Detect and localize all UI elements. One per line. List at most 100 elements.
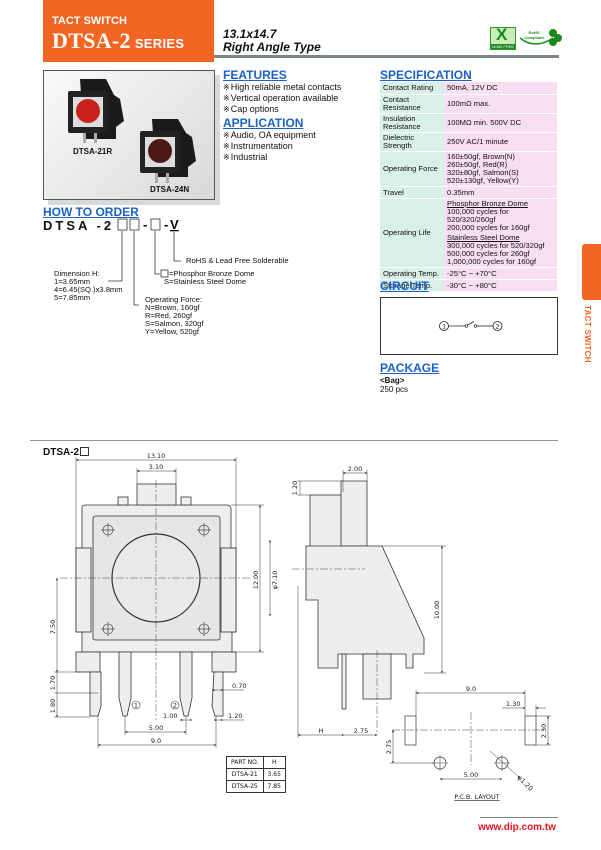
section-divider: [30, 440, 558, 441]
part-table-header: PART NO.H: [226, 756, 286, 769]
application-item: ※Audio, OA equipment: [223, 130, 316, 140]
feature-item: ※Vertical operation available: [223, 93, 339, 103]
mount-holes: [101, 523, 211, 636]
circuit-heading: CIRCUIT: [380, 279, 429, 293]
order-code-prefix: DTSA -2: [43, 218, 115, 233]
dim-span-label: 9.0: [151, 737, 161, 745]
code-box-dimension: [117, 218, 128, 231]
series-name: DTSA-2: [52, 28, 131, 53]
product-photo: DTSA-21R DTSA-24N: [43, 70, 215, 200]
product-size: 13.1x14.7: [223, 27, 277, 41]
switch-image-24n: [140, 119, 196, 183]
pin1-label: 1: [442, 324, 446, 331]
code-box-force: [129, 218, 140, 231]
dim-pcb-hole-label: φ1.20: [516, 774, 535, 793]
order-note-dimension: Dimension H: 1=3.65mm 4=6.45(SQ.)x3.8mm …: [54, 269, 123, 302]
leader-dome: [154, 231, 160, 275]
dim-side-h-label: H: [319, 727, 324, 735]
code-box-dome: [150, 218, 161, 231]
lead-free-label: LEAD FREE: [491, 44, 515, 49]
code-dash: -: [143, 217, 147, 232]
dim-side-offset-label: 2.75: [354, 727, 368, 735]
order-note-rohs: RoHS & Lead Free Solderable: [186, 256, 289, 265]
dim-pin-width-label: 0.70: [232, 682, 246, 690]
application-item: ※Instrumentation: [223, 141, 293, 151]
dim-left-label: 7.50: [49, 620, 57, 634]
spec-row: Operating Life Phosphor Bronze Dome 100,…: [380, 198, 557, 268]
switch-image-21r: [68, 79, 124, 143]
switch-contact-icon: [473, 324, 478, 328]
order-note-dome: =Phosphor Bronze Dome S=Stainless Steel …: [164, 269, 255, 286]
dim-diameter-label: φ7.10: [271, 571, 279, 590]
order-note-force: Operating Force: N=Brown, 160gf R=Red, 2…: [145, 295, 204, 336]
feature-item: ※High reliable metal contacts: [223, 82, 342, 92]
product-label-24n: DTSA-24N: [150, 185, 190, 194]
spec-row: Operating Force 160±50gf, Brown(N)260±50…: [380, 151, 557, 187]
dim-pcb-pitch-label: 5.00: [464, 771, 478, 779]
dim-side-step-label: 1.20: [291, 481, 299, 495]
pin2-label: 2: [496, 324, 500, 331]
order-code-diagram: - - V: [108, 217, 181, 306]
lead-free-badge: X LEAD FREE: [490, 25, 516, 50]
dim-pcb-span-label: 9.0: [466, 685, 476, 693]
dim-tab-label: 1.20: [228, 712, 242, 720]
drawing-title-box: [80, 447, 90, 456]
leader-force: [133, 231, 139, 306]
side-view: [305, 480, 425, 710]
leader-dimension: [108, 231, 123, 282]
dome-blank-box: [160, 269, 169, 278]
dim-side-height-label: 10.00: [433, 601, 441, 620]
code-dash: -: [164, 217, 168, 232]
features-list: ※High reliable metal contacts ※Vertical …: [223, 82, 341, 115]
package-type: <Bag>: [380, 376, 405, 385]
lead-free-icon: X: [496, 25, 508, 44]
footer-rule: [480, 817, 558, 818]
dim-height-label: 12.00: [252, 571, 260, 590]
dim-pcb-pad-w-label: 1.30: [506, 700, 520, 708]
dim-lead2-label: 1.80: [49, 699, 57, 713]
application-item: ※Industrial: [223, 152, 268, 162]
features-heading: FEATURES: [223, 68, 287, 82]
clover-icon: [549, 29, 562, 46]
how-to-order-heading: HOW TO ORDER: [43, 205, 139, 219]
pcb-layout-label: P.C.B. LAYOUT: [454, 793, 499, 801]
header-banner: [43, 0, 214, 62]
dim-top-label: 3.10: [149, 463, 163, 471]
dim-pcb-pad-h-label: 2.30: [540, 724, 548, 738]
svg-text:2: 2: [173, 702, 177, 710]
feature-item: ※Cap options: [223, 104, 279, 114]
spec-row: Storage Temp.-30°C ~ +80°C: [380, 279, 557, 292]
package-quantity: 250 pcs: [380, 385, 409, 394]
dim-pin-pitch-label: 1.00: [163, 712, 177, 720]
code-suffix: V: [170, 217, 179, 232]
application-heading: APPLICATION: [223, 116, 304, 130]
rohs-text-1: RoHS: [529, 30, 540, 35]
series-suffix: SERIES: [134, 36, 185, 51]
side-tab: [582, 244, 601, 300]
pcb-layout: 9.0 1.30 2.30 2.75 5.00 φ1.20 P.C.B. LAY…: [385, 685, 551, 801]
side-lead: [341, 653, 347, 710]
dim-pcb-hole: [489, 750, 521, 779]
application-list: ※Audio, OA equipment ※Instrumentation ※I…: [223, 130, 316, 163]
header-rule: [214, 55, 559, 58]
cap-21r: [76, 99, 100, 123]
dim-pcb-offset-label: 2.75: [385, 740, 393, 754]
dim-width-label: 13.10: [147, 452, 166, 460]
switch-contact-icon: [464, 324, 469, 328]
website-link[interactable]: www.dip.com.tw: [478, 822, 556, 833]
rohs-compliant-badge: RoHS Compliant: [519, 29, 562, 46]
circuit-diagram: 1 2: [380, 297, 558, 355]
product-label-21r: DTSA-21R: [73, 147, 113, 156]
order-code: DTSA -2: [43, 218, 114, 233]
product-type: Right Angle Type: [223, 40, 321, 54]
dim-pin-space-label: 5.00: [149, 724, 163, 732]
technical-drawing: 13.10 3.10 12.00 φ7.10 7.50 1.70 1.80 0.…: [49, 452, 551, 801]
